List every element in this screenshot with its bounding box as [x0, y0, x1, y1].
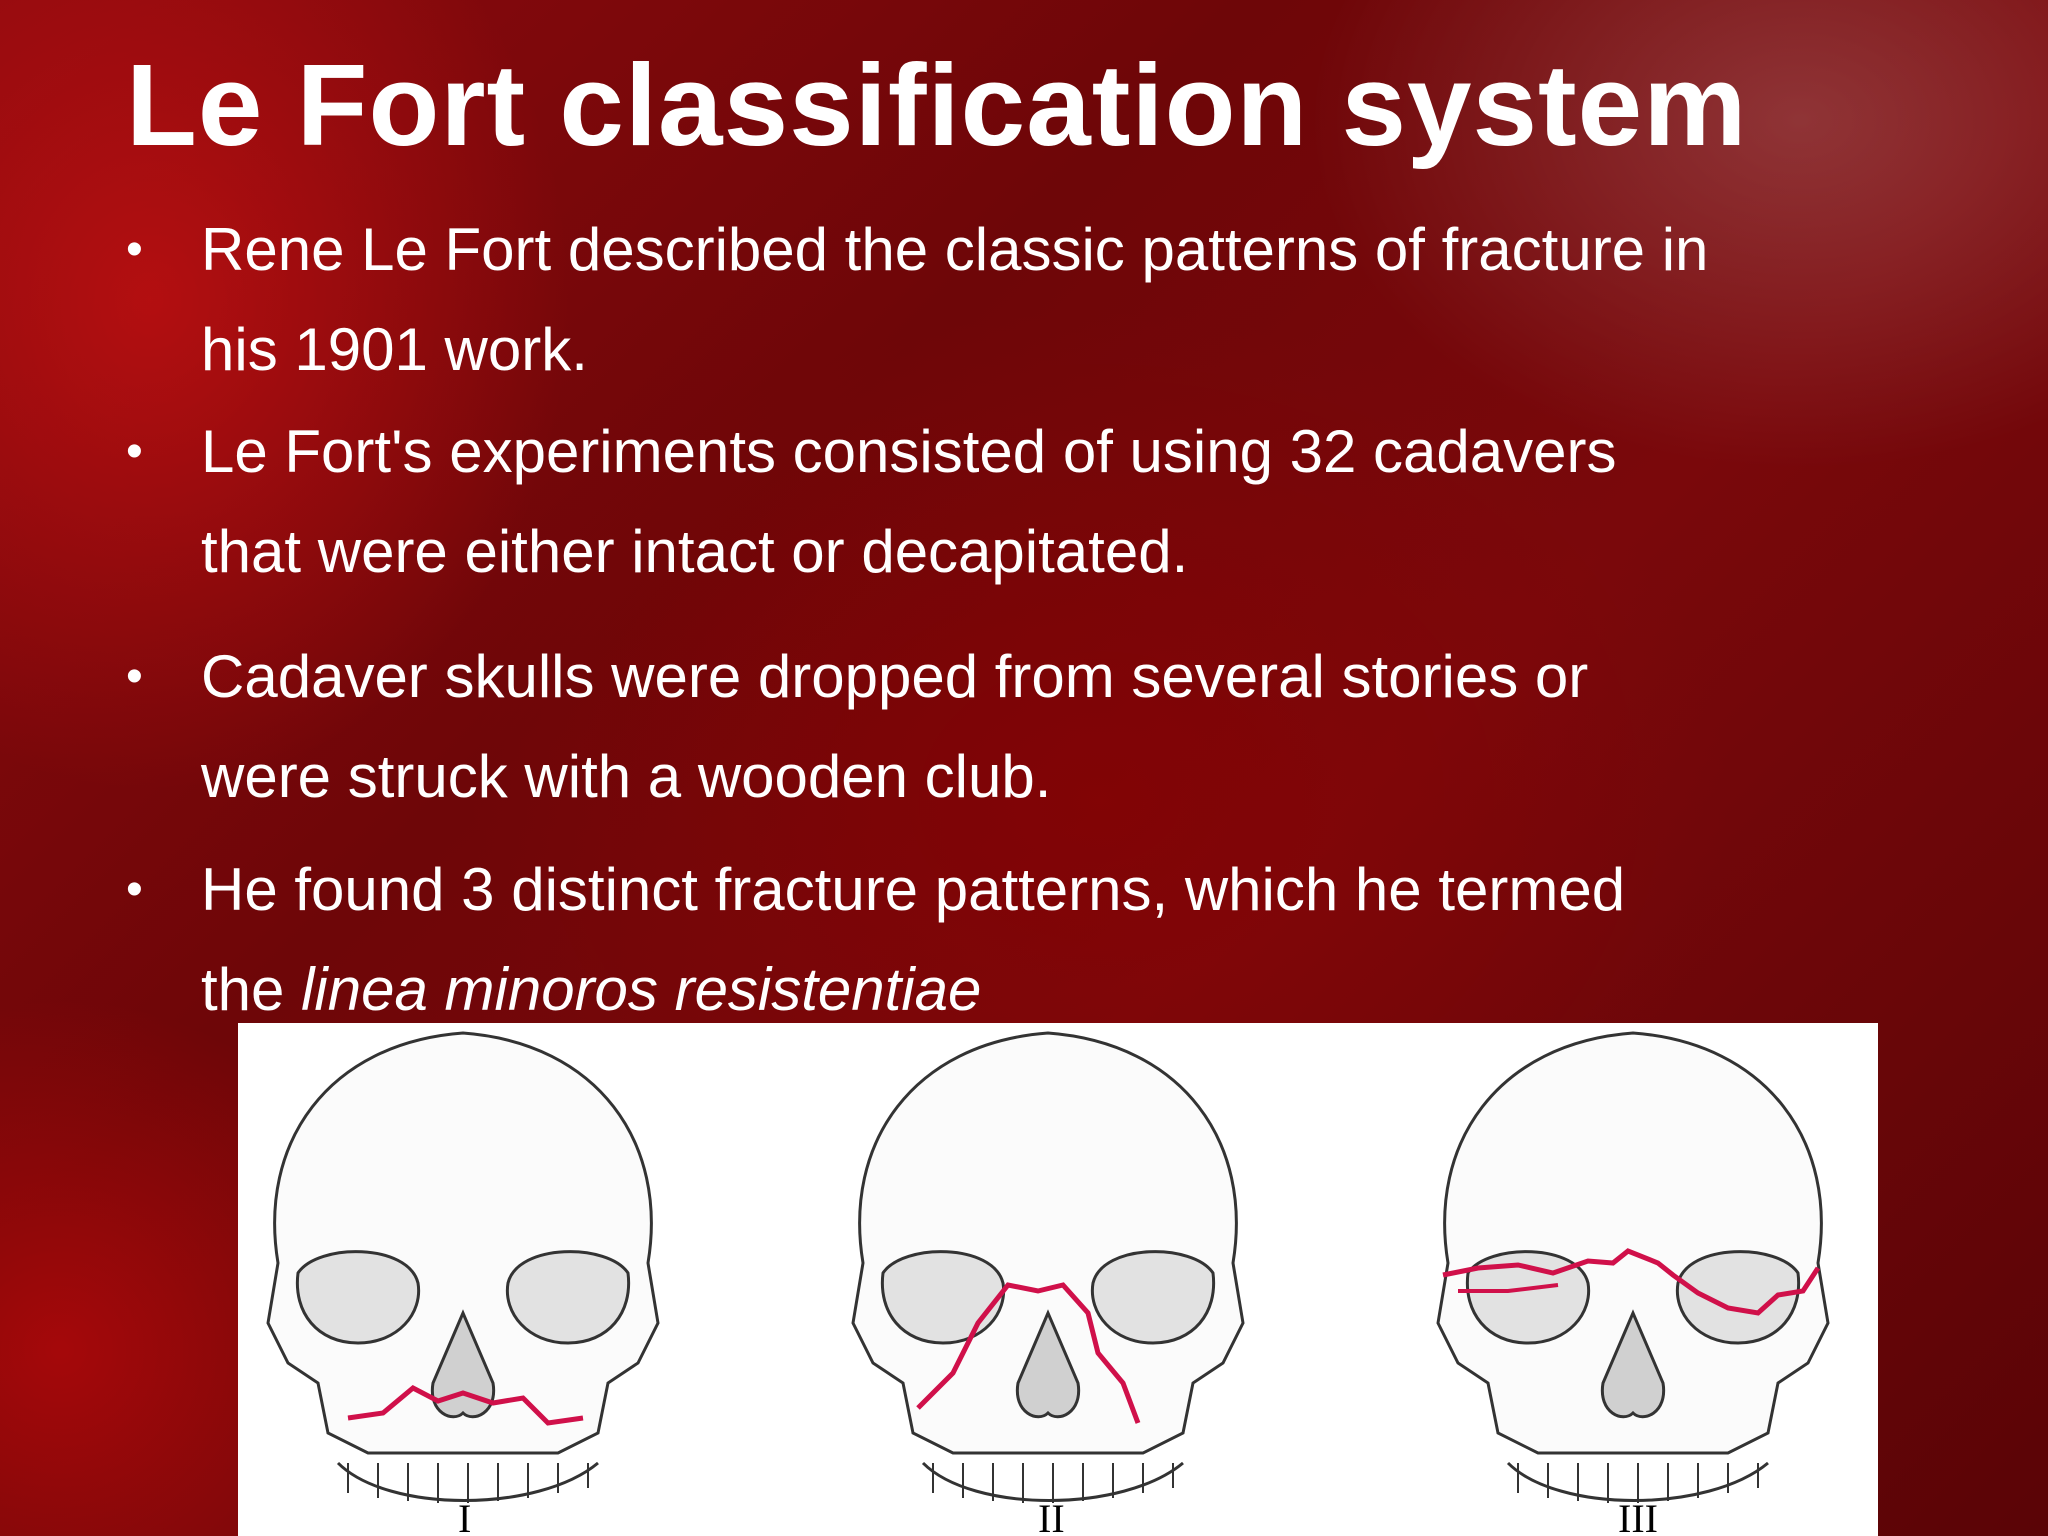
slide-title: Le Fort classification system [126, 40, 1748, 170]
bullet-dot: • [126, 863, 143, 916]
bullet-text-line: He found 3 distinct fracture patterns, w… [201, 856, 1626, 923]
skull-le-fort-3: III [1408, 1023, 1878, 1536]
bullet-text-italic: linea minoros resistentiae [301, 956, 982, 1023]
skull-label: I [458, 1496, 472, 1536]
bullet-dot: • [126, 223, 143, 276]
skull-label: II [1038, 1496, 1065, 1536]
bullet-text-line: were struck with a wooden club. [201, 743, 1052, 810]
bullet-text-prefix: the [201, 956, 302, 1023]
bullet-text-line: his 1901 work. [201, 316, 588, 383]
le-fort-figure: I II [238, 1023, 1878, 1536]
bullet-text-line: Le Fort's experiments consisted of using… [201, 418, 1617, 485]
skull-le-fort-1: I [238, 1023, 708, 1536]
skull-drawing [1436, 1031, 1830, 1503]
skull-le-fort-2: II [823, 1023, 1293, 1536]
bullet-dot: • [126, 650, 143, 703]
bullet-text-line: Rene Le Fort described the classic patte… [201, 216, 1709, 283]
skull-drawing [266, 1031, 660, 1503]
bullet-text-line: that were either intact or decapitated. [201, 518, 1189, 585]
bullet-text-line: the linea minoros resistentiae [201, 940, 1981, 1040]
skull-drawing [851, 1031, 1245, 1503]
bullet-text-line: Cadaver skulls were dropped from several… [201, 643, 1589, 710]
skull-label: III [1618, 1496, 1658, 1536]
bullet-dot: • [126, 425, 143, 478]
